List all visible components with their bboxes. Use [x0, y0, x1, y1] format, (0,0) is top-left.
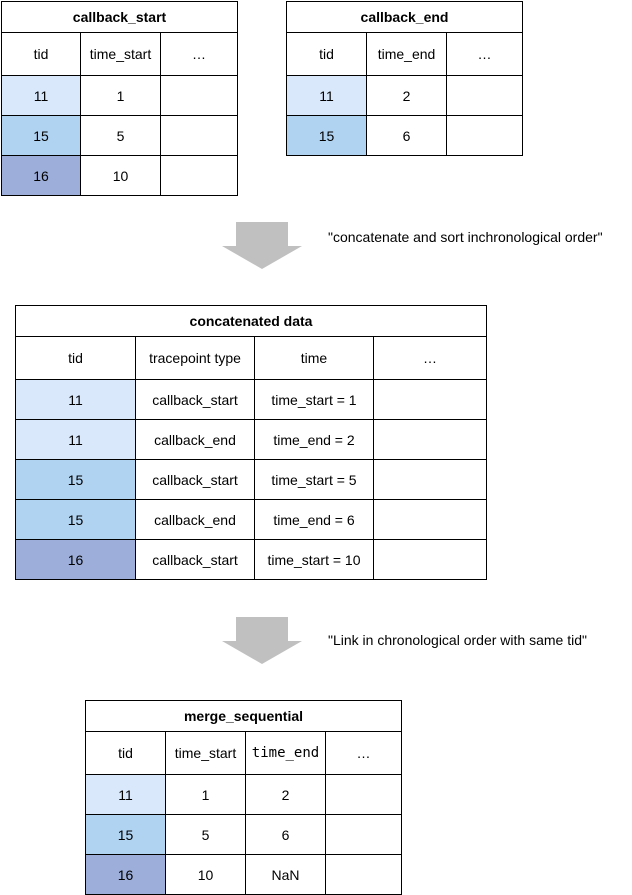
tid-cell: 11: [15, 379, 136, 420]
table-title: callback_end: [285, 1, 524, 33]
time-cell: time_start = 5: [254, 459, 374, 500]
column-header-tracepoint-type: tracepoint type: [135, 336, 255, 380]
tracepoint-type-cell: callback_end: [135, 499, 255, 540]
value-cell: 5: [80, 115, 161, 156]
table-row: 15 5 6: [85, 814, 402, 855]
time-cell: time_end = 2: [254, 419, 374, 460]
empty-cell: [373, 539, 487, 580]
tracepoint-type-cell: callback_start: [135, 459, 255, 500]
table-row: 16 10 NaN: [85, 854, 402, 895]
down-arrow-icon: [222, 617, 302, 664]
table-row: 15 5: [1, 115, 238, 156]
tid-cell: 16: [1, 155, 81, 196]
column-header-time: time: [254, 336, 374, 380]
table-row: 16 callback_start time_start = 10: [15, 539, 487, 580]
concatenated-data-table: concatenated data tid tracepoint type ti…: [15, 305, 487, 580]
tid-cell: 11: [15, 419, 136, 460]
column-header-tid: tid: [85, 731, 166, 775]
tracepoint-type-cell: callback_start: [135, 539, 255, 580]
column-header-more: …: [373, 336, 487, 380]
table-row: 15 callback_start time_start = 5: [15, 459, 487, 500]
table-row: 11 1 2: [85, 774, 402, 815]
value-cell: NaN: [245, 854, 326, 895]
tid-cell: 16: [15, 539, 136, 580]
tid-cell: 15: [1, 115, 81, 156]
column-header-more: …: [445, 32, 524, 76]
value-cell: 5: [165, 814, 246, 855]
down-arrow-shape: [222, 222, 302, 269]
column-header-tid: tid: [1, 32, 81, 76]
empty-cell: [373, 419, 487, 460]
tracepoint-type-cell: callback_start: [135, 379, 255, 420]
value-cell: 6: [245, 814, 326, 855]
tid-cell: 15: [286, 115, 367, 156]
value-cell: 1: [80, 75, 161, 116]
table-row: 11 2: [286, 75, 524, 116]
callback-end-table: callback_end tid time_end … 11 2 15 6: [285, 1, 524, 156]
value-cell: 2: [366, 75, 447, 116]
value-cell: 10: [80, 155, 161, 196]
tid-cell: 11: [1, 75, 81, 116]
tid-cell: 15: [85, 814, 166, 855]
table-row: 15 6: [286, 115, 524, 156]
value-cell: 1: [165, 774, 246, 815]
table-row: 15 callback_end time_end = 6: [15, 499, 487, 540]
tid-cell: 15: [15, 459, 136, 500]
value-cell: 10: [165, 854, 246, 895]
empty-cell: [325, 814, 402, 855]
callback-start-table: callback_start tid time_start … 11 1 15 …: [1, 1, 238, 196]
column-header-time-end: time_end: [245, 731, 326, 775]
link-note: "Link in chronological order with same t…: [328, 632, 587, 648]
empty-cell: [160, 115, 238, 156]
column-header-time-start: time_start: [80, 32, 161, 76]
table-row: 11 1: [1, 75, 238, 116]
value-cell: 2: [245, 774, 326, 815]
value-cell: 6: [366, 115, 447, 156]
table-title: merge_sequential: [85, 700, 402, 732]
time-cell: time_end = 6: [254, 499, 374, 540]
down-arrow-shape: [222, 617, 302, 664]
empty-cell: [160, 155, 238, 196]
tid-cell: 11: [286, 75, 367, 116]
time-cell: time_start = 10: [254, 539, 374, 580]
column-header-more: …: [160, 32, 238, 76]
table-title: callback_start: [1, 1, 238, 33]
empty-cell: [445, 115, 524, 156]
empty-cell: [445, 75, 524, 116]
empty-cell: [325, 854, 402, 895]
table-row: 11 callback_start time_start = 1: [15, 379, 487, 420]
empty-cell: [325, 774, 402, 815]
merge-sequential-table: merge_sequential tid time_start time_end…: [85, 700, 402, 895]
empty-cell: [373, 379, 487, 420]
table-title: concatenated data: [15, 305, 487, 337]
column-header-tid: tid: [286, 32, 367, 76]
table-row: 11 callback_end time_end = 2: [15, 419, 487, 460]
down-arrow-icon: [222, 222, 302, 269]
empty-cell: [160, 75, 238, 116]
time-cell: time_start = 1: [254, 379, 374, 420]
tid-cell: 15: [15, 499, 136, 540]
empty-cell: [373, 499, 487, 540]
concatenate-note: "concatenate and sort inchronological or…: [328, 229, 603, 245]
column-header-time-end: time_end: [366, 32, 447, 76]
empty-cell: [373, 459, 487, 500]
tid-cell: 11: [85, 774, 166, 815]
column-header-more: …: [325, 731, 402, 775]
tid-cell: 16: [85, 854, 166, 895]
table-row: 16 10: [1, 155, 238, 196]
tracepoint-type-cell: callback_end: [135, 419, 255, 460]
column-header-time-start: time_start: [165, 731, 246, 775]
column-header-tid: tid: [15, 336, 136, 380]
